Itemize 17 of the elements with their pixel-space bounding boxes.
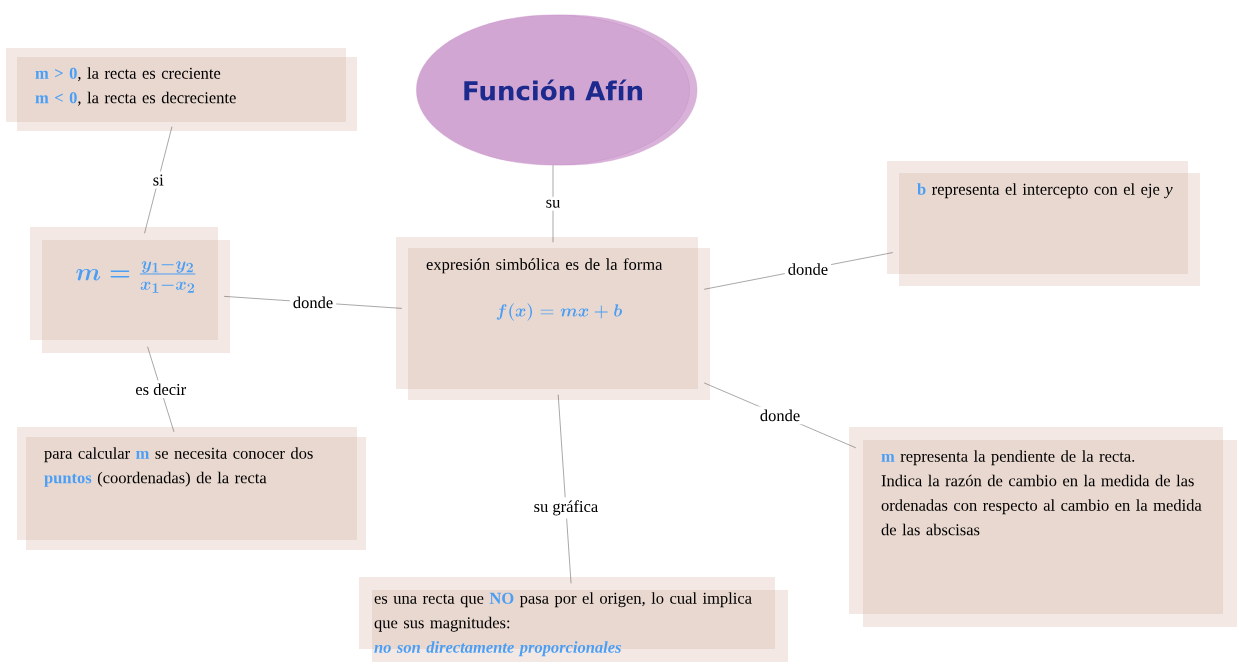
concept-box: $m=\frac{y_1-y_2}{x_1-x_2}$	[30, 227, 230, 353]
edge-label: donde	[756, 406, 804, 425]
concept-box: expresión simbólica es de la forma $f(x)=mx+b$	[396, 237, 710, 400]
edge-label: donde	[784, 260, 832, 278]
connector-line	[558, 394, 572, 584]
edge-label: su gráfica	[530, 497, 602, 519]
connector-line	[144, 126, 173, 234]
concept-box: m > 0, la recta es creciente m < 0, la recta es decreciente	[6, 48, 357, 131]
connector-line	[552, 165, 554, 243]
concept-box: es una recta que NO pasa por el origen, lo cual implica que sus magnitudes: no son directamente proporcionales	[359, 577, 788, 662]
concept-box: m representa la pendiente de la recta. Indica la razón de cambio en la medida de las ordenadas con respecto al cambio en la medida de las abscisas	[849, 427, 1237, 627]
edge-label: es decir	[132, 380, 190, 399]
concept-box: para calcular m se necesita conocer dos puntos (coordenadas) de la recta	[17, 427, 366, 550]
edge-label: su	[542, 196, 564, 211]
edge-label: donde	[289, 293, 337, 312]
concept-box: b representa el intercepto con el eje y	[887, 161, 1200, 286]
edge-label: si	[149, 171, 167, 189]
